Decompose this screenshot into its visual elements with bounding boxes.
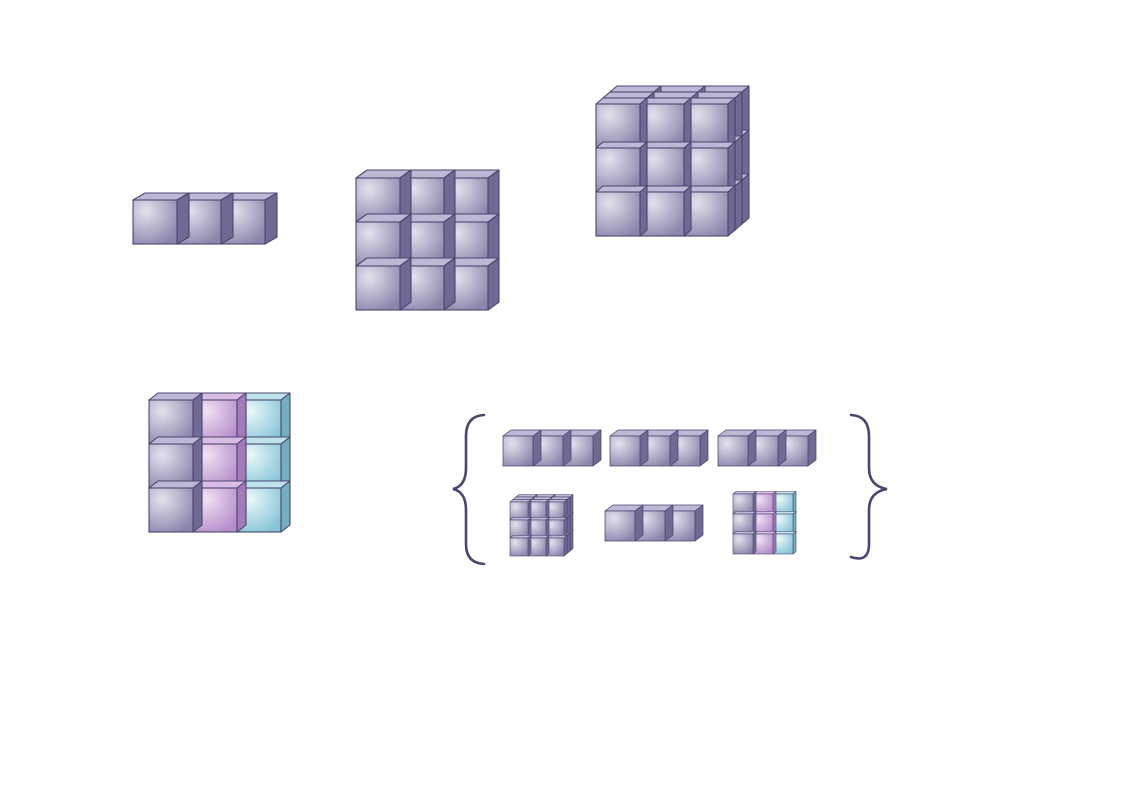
unit-cube <box>732 511 757 535</box>
unit-cube <box>502 429 542 467</box>
unit-cube <box>527 535 550 557</box>
right-brace <box>849 413 888 560</box>
unit-cube <box>639 97 692 149</box>
unit-cube <box>639 141 692 193</box>
unit-cube <box>595 185 648 237</box>
unit-cube <box>732 491 757 515</box>
unit-cube <box>509 499 532 521</box>
unit-cube <box>732 531 757 555</box>
rod-3 <box>132 192 278 245</box>
unit-cube <box>443 257 500 311</box>
unit-cube <box>772 531 797 555</box>
unit-cube <box>752 511 777 535</box>
unit-cube <box>752 531 777 555</box>
unit-cube <box>148 480 203 533</box>
unit-cube <box>683 185 736 237</box>
unit-cube <box>634 504 674 542</box>
cube-3x3x3 <box>595 85 750 237</box>
set-striped <box>732 491 797 555</box>
unit-cube <box>717 429 757 467</box>
unit-cube <box>176 192 234 245</box>
set-rod-a <box>502 429 602 467</box>
set-rod-c <box>717 429 817 467</box>
unit-cube <box>683 141 736 193</box>
unit-cube <box>595 97 648 149</box>
unit-cube <box>639 185 692 237</box>
unit-cube <box>609 429 649 467</box>
set-rod-d <box>604 504 704 542</box>
unit-cube <box>772 511 797 535</box>
set-cube <box>509 494 574 557</box>
unit-cube <box>509 535 532 557</box>
unit-cube <box>132 192 190 245</box>
set-rod-b <box>609 429 709 467</box>
cube-striped <box>148 392 291 533</box>
set-group <box>452 413 888 566</box>
unit-cube <box>752 491 777 515</box>
unit-cube <box>148 436 203 489</box>
unit-cube <box>527 517 550 539</box>
unit-cube <box>148 392 203 445</box>
flat-3x3 <box>355 169 500 311</box>
unit-cube <box>604 504 644 542</box>
unit-cube <box>509 517 532 539</box>
unit-cube <box>772 491 797 515</box>
unit-cube <box>595 141 648 193</box>
unit-cube <box>355 257 412 311</box>
unit-cube <box>683 97 736 149</box>
unit-cube <box>545 517 568 539</box>
left-brace <box>452 413 486 566</box>
